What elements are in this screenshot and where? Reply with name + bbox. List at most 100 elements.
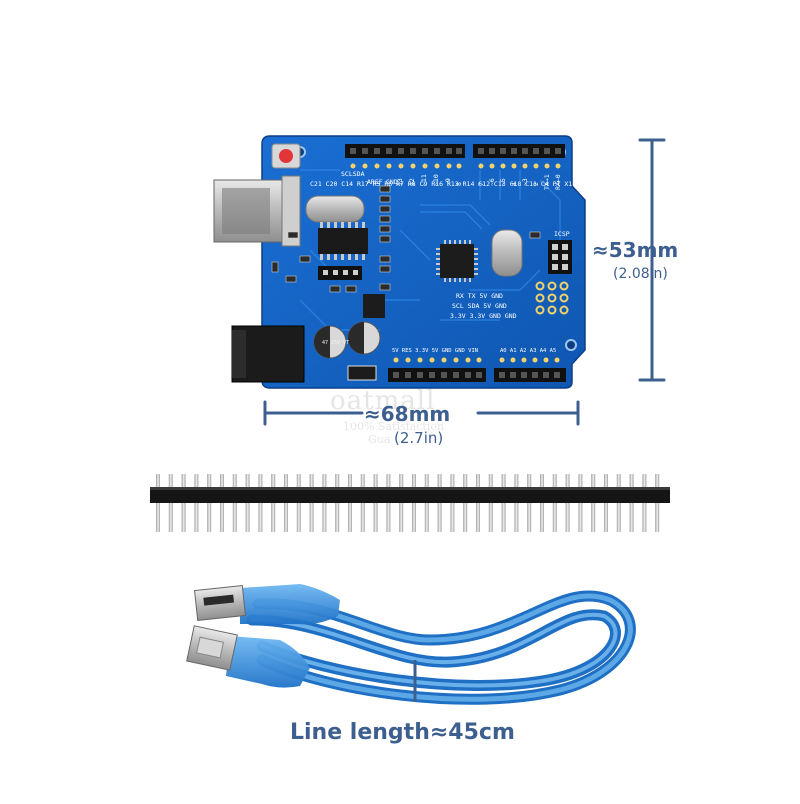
- header-pin-top: [207, 474, 212, 488]
- silk-cap: 47 25V VT: [322, 340, 349, 346]
- header-pin-bottom: [360, 502, 365, 532]
- header-pin-top: [642, 474, 647, 488]
- silk-d4: 4: [510, 182, 518, 186]
- header-pin-top: [514, 474, 519, 488]
- header-pin-bottom: [578, 502, 583, 532]
- silk-3v3-row: 3.3V 3.3V GND GND: [450, 312, 517, 320]
- header-pin-top: [591, 474, 596, 488]
- silk-d5: ~5: [499, 178, 507, 186]
- icsp-header: [548, 240, 572, 274]
- silk-d2: 2: [532, 182, 540, 186]
- silk-d7: 7: [477, 182, 485, 186]
- reset-button: [271, 143, 301, 169]
- header-pin-bottom: [463, 502, 468, 532]
- electrolytic-capacitor: [313, 321, 381, 359]
- silk-rx: RX←0: [554, 174, 562, 190]
- small-ic: [347, 365, 377, 381]
- silk-components: C21 C20 C14 R17 R5 R6 R7 R8 C9 R16 R13 R…: [310, 180, 596, 188]
- header-pin-bottom: [616, 502, 621, 532]
- header-pins: [156, 474, 660, 532]
- silk-d9: ~9: [444, 178, 452, 186]
- silk-scl-sda: SCLSDA: [341, 170, 365, 178]
- usb-b-port: [213, 175, 301, 247]
- header-pin-bottom: [514, 502, 519, 532]
- header-pin-top: [348, 474, 352, 488]
- header-pin-bottom: [156, 502, 160, 532]
- silk-d12: 12: [408, 178, 416, 186]
- header-pin-top: [552, 474, 557, 488]
- header-pin-bottom: [476, 502, 480, 532]
- silk-power: 5V RES 3.3V 5V GND GND VIN: [392, 348, 478, 354]
- usb-a-plug: [194, 584, 340, 625]
- usb-serial-chip: [318, 222, 368, 260]
- header-pin-top: [296, 474, 301, 488]
- header-pin-top: [220, 474, 224, 488]
- header-pin-top: [322, 474, 327, 488]
- width-inch-label: (2.7in): [394, 429, 444, 447]
- microcontroller-chip: [436, 240, 478, 282]
- header-pin-top: [399, 474, 404, 488]
- width-label: ≈68mm: [364, 402, 451, 426]
- header-pin-top: [386, 474, 391, 488]
- silk-scl-row: SCL SDA 5V GND: [452, 302, 507, 310]
- header-pin-bottom: [412, 502, 416, 532]
- cable-length-label: Line length≈45cm: [290, 720, 515, 745]
- header-pin-top: [565, 474, 570, 488]
- silk-analog: A0 A1 A2 A3 A4 A5: [500, 348, 556, 354]
- breakout-pads: [535, 281, 569, 315]
- header-pin-top: [463, 474, 468, 488]
- header-pin-bottom: [322, 502, 327, 532]
- silk-d10: ~10: [432, 174, 440, 186]
- smd-resistors: [271, 185, 541, 293]
- header-pin-bottom: [348, 502, 352, 532]
- header-pin-top: [284, 474, 288, 488]
- header-pin-top: [604, 474, 608, 488]
- height-dimension-line: [638, 138, 666, 382]
- watermark-line1: 100% Satisfaction: [343, 420, 445, 433]
- arduino-board: SCLSDA AREF GND 13 12 ~11 ~10 ~9 8 7 ~6 …: [213, 135, 596, 389]
- header-pin-bottom: [488, 502, 493, 532]
- header-pin-top: [412, 474, 416, 488]
- header-pin-bottom: [437, 502, 442, 532]
- header-pin-bottom: [335, 502, 340, 532]
- header-pin-bottom: [258, 502, 263, 532]
- header-pin-bottom: [168, 502, 173, 532]
- header-pin-bottom: [450, 502, 455, 532]
- pin-header-small: [318, 266, 362, 280]
- header-pin-top: [335, 474, 340, 488]
- header-pin-top: [488, 474, 493, 488]
- header-pin-bottom: [565, 502, 570, 532]
- header-pin-bottom: [527, 502, 532, 532]
- male-pin-header-strip: [150, 474, 670, 532]
- header-pin-top: [655, 474, 660, 488]
- header-pin-bottom: [271, 502, 276, 532]
- header-pin-bottom: [501, 502, 506, 532]
- header-pin-bottom: [655, 502, 660, 532]
- header-pin-bottom: [629, 502, 634, 532]
- silk-aref: AREF: [367, 178, 383, 186]
- digital-header: [345, 144, 565, 169]
- header-pin-bottom: [591, 502, 596, 532]
- header-pin-bottom: [552, 502, 557, 532]
- silk-d6: ~6: [488, 178, 496, 186]
- silk-icsp: ICSP: [554, 230, 570, 238]
- height-label: ≈53mm: [592, 238, 679, 262]
- header-pin-bottom: [284, 502, 288, 532]
- header-pin-top: [373, 474, 378, 488]
- header-pin-top: [168, 474, 173, 488]
- width-dimension-line: [263, 400, 580, 426]
- watermark-line2: Gua: [368, 433, 391, 446]
- dc-power-jack: [231, 325, 305, 383]
- header-pin-bottom: [296, 502, 301, 532]
- silk-rx-tx-row: RX TX 5V GND: [456, 292, 503, 300]
- header-pin-bottom: [424, 502, 429, 532]
- header-pin-bottom: [181, 502, 186, 532]
- header-pin-top: [271, 474, 276, 488]
- header-pin-bottom: [540, 502, 544, 532]
- usb-b-plug: [186, 625, 310, 688]
- header-pin-top: [527, 474, 532, 488]
- voltage-regulator: [363, 294, 385, 318]
- header-pin-top: [476, 474, 480, 488]
